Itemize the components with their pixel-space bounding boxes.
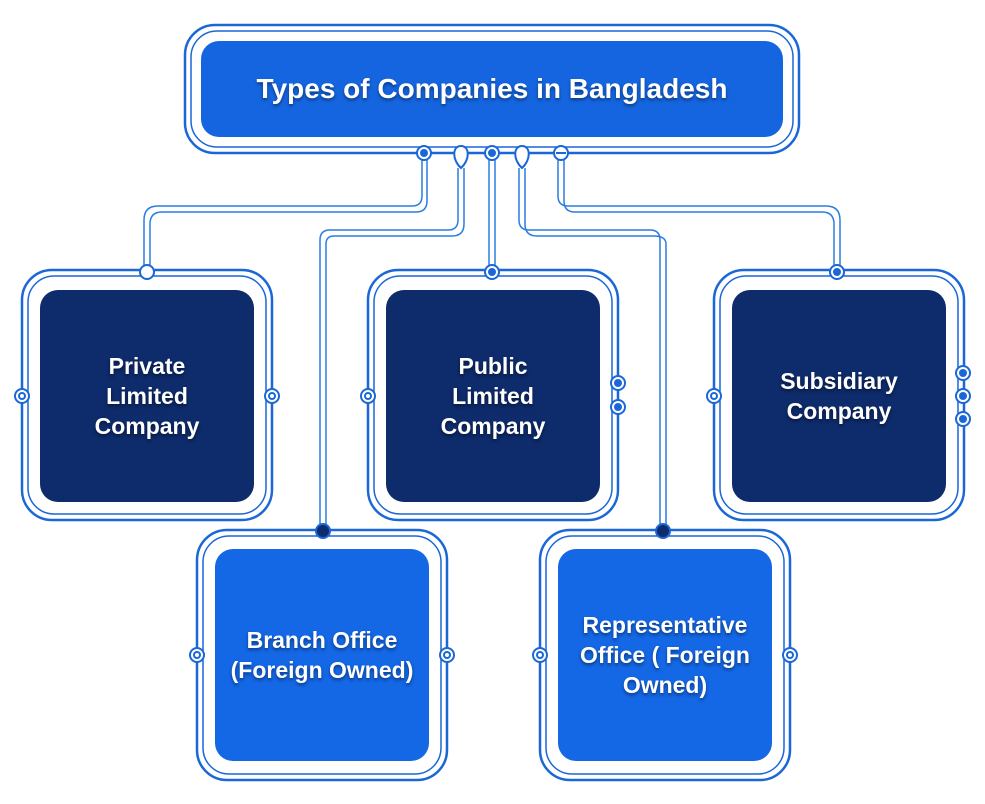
node-label: Representative Office ( Foreign Owned) [580,612,750,698]
wire-to-branch [319,168,465,524]
title-terminals [416,144,569,170]
node-label: Subsidiary Company [780,368,898,424]
wire-to-public [488,160,496,266]
node-subsidiary-company: Subsidiary Company [732,290,946,502]
node-label: Public Limited Company [440,353,546,439]
node-label: Branch Office (Foreign Owned) [230,627,414,683]
diagram-title: Types of Companies in Bangladesh [256,73,728,104]
node-representative-office: Representative Office ( Foreign Owned) [558,549,772,761]
diagram-title-box: Types of Companies in Bangladesh [201,41,783,137]
wire-to-representative [518,168,667,524]
node-label: Private Limited Company [94,353,200,439]
node-public-limited-company: Public Limited Company [386,290,600,502]
wire-to-subsidiary [557,160,841,266]
wire-to-private [143,160,428,266]
node-private-limited-company: Private Limited Company [40,290,254,502]
side-terminals [14,365,971,663]
box-top-terminals [139,264,845,539]
node-branch-office: Branch Office (Foreign Owned) [215,549,429,761]
